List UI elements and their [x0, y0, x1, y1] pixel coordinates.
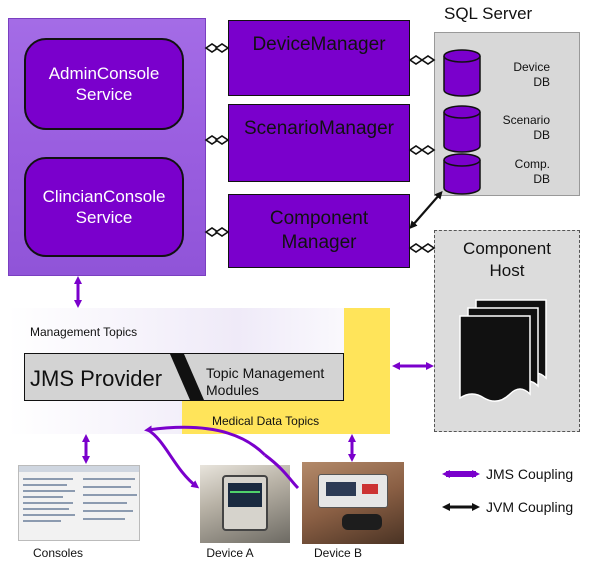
device-a-photo	[200, 465, 290, 543]
clinician-console-service: ClincianConsole Service	[24, 157, 184, 257]
device-db-icon	[443, 49, 481, 97]
jvm-link-admin-scenario	[204, 135, 230, 145]
sql-server-title: SQL Server	[444, 4, 533, 23]
jvm-link-component-host	[408, 243, 436, 253]
legend-jvm-coupling: JVM Coupling	[486, 499, 574, 515]
device-b-photo	[302, 462, 404, 544]
jms-link-device-a-device-b	[144, 425, 267, 457]
jvm-link-device-db	[408, 55, 436, 65]
admin-console-service-label: AdminConsole Service	[48, 64, 160, 104]
component-manager-label: Component Manager	[269, 208, 369, 253]
component-host-title: Component Host	[463, 239, 551, 280]
comp-db-icon	[443, 153, 481, 195]
jms-link-to-device-b-curve	[264, 453, 300, 490]
consoles-label: Consoles	[32, 546, 84, 560]
legend-jms-coupling: JMS Coupling	[486, 466, 574, 482]
scenario-manager-label: ScenarioManager	[244, 118, 394, 139]
sql-databases-graphic	[443, 49, 481, 195]
device-manager: DeviceManager	[228, 20, 410, 96]
jvm-link-admin-device	[204, 43, 230, 53]
jms-link-to-device-a	[147, 428, 200, 489]
jvm-link-scenario-db	[408, 145, 436, 155]
topic-management-modules-label: Topic Management Modules	[206, 365, 325, 398]
scenario-db-icon	[443, 105, 481, 153]
component-documents-icon	[459, 299, 547, 402]
device-b-label: Device B	[313, 546, 363, 560]
device-manager-label: DeviceManager	[252, 34, 386, 55]
jvm-link-clinician-component	[204, 227, 230, 237]
component-manager: Component Manager	[228, 194, 410, 268]
consoles-screenshot	[18, 465, 140, 541]
comp-db-label: Comp. DB	[514, 157, 550, 186]
medical-data-column	[344, 308, 390, 434]
management-topics-label: Management Topics	[30, 325, 138, 339]
clinician-console-service-label: ClincianConsole Service	[42, 187, 166, 227]
medical-data-topics-label: Medical Data Topics	[212, 414, 320, 428]
scenario-manager: ScenarioManager	[228, 104, 410, 182]
device-a-label: Device A	[206, 546, 254, 560]
scenario-db-label: Scenario DB	[502, 113, 550, 142]
jms-divider-wedge	[170, 354, 204, 400]
admin-console-service: AdminConsole Service	[24, 38, 184, 130]
jms-provider-label: JMS Provider	[30, 366, 163, 391]
jvm-link-component-db	[409, 190, 443, 230]
device-db-label: Device DB	[513, 60, 550, 89]
